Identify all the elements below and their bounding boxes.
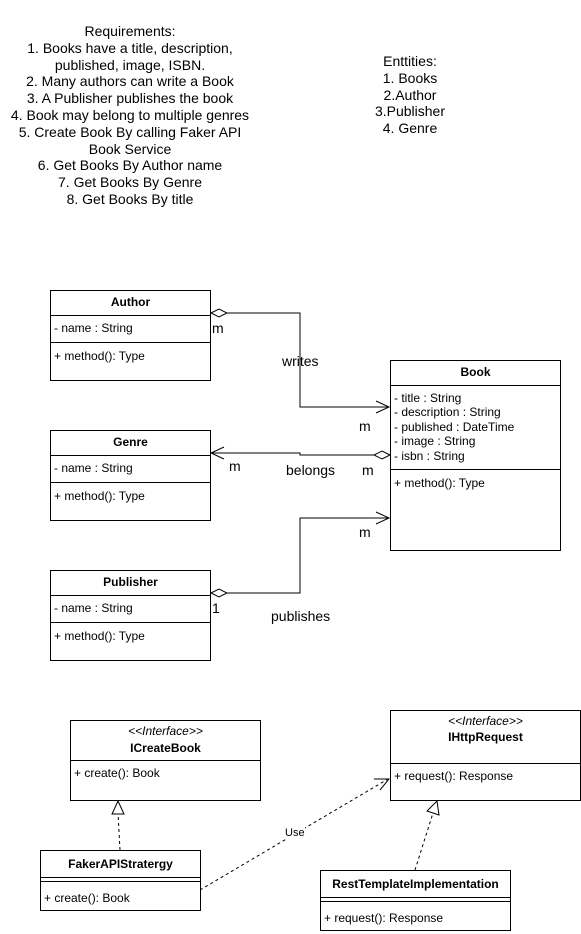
class-method: + method(): Type [394, 476, 485, 491]
class-attribute: - description : String [394, 405, 501, 420]
requirements-line: 1. Books have a title, description, [27, 39, 233, 56]
class-attribute: - name : String [54, 461, 133, 475]
requirements-line: 3. A Publisher publishes the book [26, 90, 234, 107]
divider [41, 881, 200, 882]
publishes-source-multiplicity: 1 [212, 600, 220, 616]
requirements-line: Requirements: [84, 23, 176, 39]
writes-source-multiplicity: m [212, 320, 224, 336]
writes-arrowhead [375, 400, 391, 414]
divider [321, 901, 510, 902]
divider [391, 385, 560, 386]
class-method: + method(): Type [54, 349, 145, 363]
class-attribute: - published : DateTime [394, 419, 515, 434]
stereotype-label: <<Interface>> [128, 724, 203, 738]
faker-realization-triangle [111, 799, 125, 815]
class-name: Genre [113, 435, 148, 449]
class-attributes: - title : String - description : String … [391, 386, 560, 469]
writes-label: writes [282, 353, 319, 369]
faker-realization [117, 812, 121, 851]
class-attribute: - name : String [54, 601, 133, 615]
class-name: RestTemplateImplementation [332, 877, 499, 891]
class-attribute: - name : String [54, 321, 133, 335]
interface-ihttprequest[interactable]: <<Interface>> IHttpRequest + request(): … [390, 710, 581, 801]
divider [391, 763, 580, 764]
requirements-line: 2. Many authors can write a Book [26, 73, 234, 90]
class-attribute: - image : String [394, 434, 476, 449]
resttemplate-realization-triangle [426, 799, 440, 816]
divider [51, 482, 210, 483]
class-name: ICreateBook [130, 741, 201, 755]
divider [71, 760, 260, 761]
class-publisher[interactable]: Publisher - name : String + method(): Ty… [50, 570, 211, 661]
belongs-target-multiplicity: m [229, 458, 241, 474]
divider [391, 469, 560, 471]
requirements-line: 4. Book may belong to multiple genres [10, 106, 250, 123]
requirements-line: 7. Get Books By Genre [58, 174, 202, 191]
belongs-label: belongs [286, 462, 336, 478]
class-method: + request(): Response [324, 911, 444, 925]
writes-target-multiplicity: m [359, 418, 371, 434]
class-author[interactable]: Author - name : String + method(): Type [50, 290, 211, 381]
entities-line: 3.Publisher [374, 103, 446, 120]
use-label: Use [285, 827, 305, 839]
entities-note: Enttities: 1. Books 2.Author 3.Publisher… [360, 53, 460, 137]
entities-line: 2.Author [383, 86, 437, 103]
requirements-line: published, image, ISBN. [54, 56, 206, 73]
belongs-association [212, 452, 374, 456]
interface-icreatebook[interactable]: <<Interface>> ICreateBook + create(): Bo… [70, 720, 261, 801]
class-name: IHttpRequest [448, 730, 523, 744]
belongs-source-multiplicity: m [362, 462, 374, 478]
divider [51, 342, 210, 343]
divider [51, 455, 210, 456]
class-faker-api-strategy[interactable]: FakerAPIStratergy + create(): Book [40, 850, 201, 911]
class-method: + request(): Response [394, 769, 514, 783]
class-rest-template-implementation[interactable]: RestTemplateImplementation + request(): … [320, 870, 511, 931]
use-arrowhead [374, 778, 391, 791]
requirements-line: Book Service [88, 140, 172, 157]
class-name: Author [110, 295, 151, 309]
class-attribute: - title : String [394, 391, 462, 405]
publishes-arrowhead [375, 511, 391, 525]
publishes-label: publishes [271, 608, 331, 624]
divider [51, 595, 210, 596]
divider [51, 315, 210, 316]
requirements-line: 8. Get Books By title [66, 190, 194, 207]
publishes-association [227, 517, 388, 594]
requirements-note: Requirements: 1. Books have a title, des… [0, 23, 260, 208]
class-method: + method(): Type [54, 489, 145, 503]
publishes-target-multiplicity: m [359, 524, 371, 540]
divider [51, 622, 210, 623]
entities-line: 1. Books [382, 69, 438, 86]
class-attribute: - isbn : String [394, 448, 465, 463]
stereotype-label: <<Interface>> [448, 714, 523, 728]
writes-aggregation-diamond [209, 308, 229, 318]
class-genre[interactable]: Genre - name : String + method(): Type [50, 430, 211, 521]
class-book[interactable]: Book - title : String - description : St… [390, 360, 561, 551]
entities-line: 4. Genre [382, 120, 438, 137]
class-name: FakerAPIStratergy [68, 857, 173, 871]
belongs-aggregation-diamond [372, 450, 392, 460]
resttemplate-realization [414, 812, 434, 871]
class-name: Publisher [103, 575, 158, 589]
divider [321, 897, 510, 898]
divider [41, 877, 200, 878]
requirements-line: 5. Create Book By calling Faker API [18, 123, 242, 140]
belongs-arrowhead [209, 446, 225, 460]
entities-line: Enttities: [383, 53, 437, 69]
publishes-aggregation-diamond [209, 588, 229, 598]
requirements-line: 6. Get Books By Author name [37, 157, 223, 174]
class-method: + create(): Book [44, 891, 130, 905]
class-method: + method(): Type [54, 629, 145, 643]
class-name: Book [460, 365, 491, 379]
writes-association [227, 312, 388, 408]
class-method: + create(): Book [74, 766, 160, 780]
